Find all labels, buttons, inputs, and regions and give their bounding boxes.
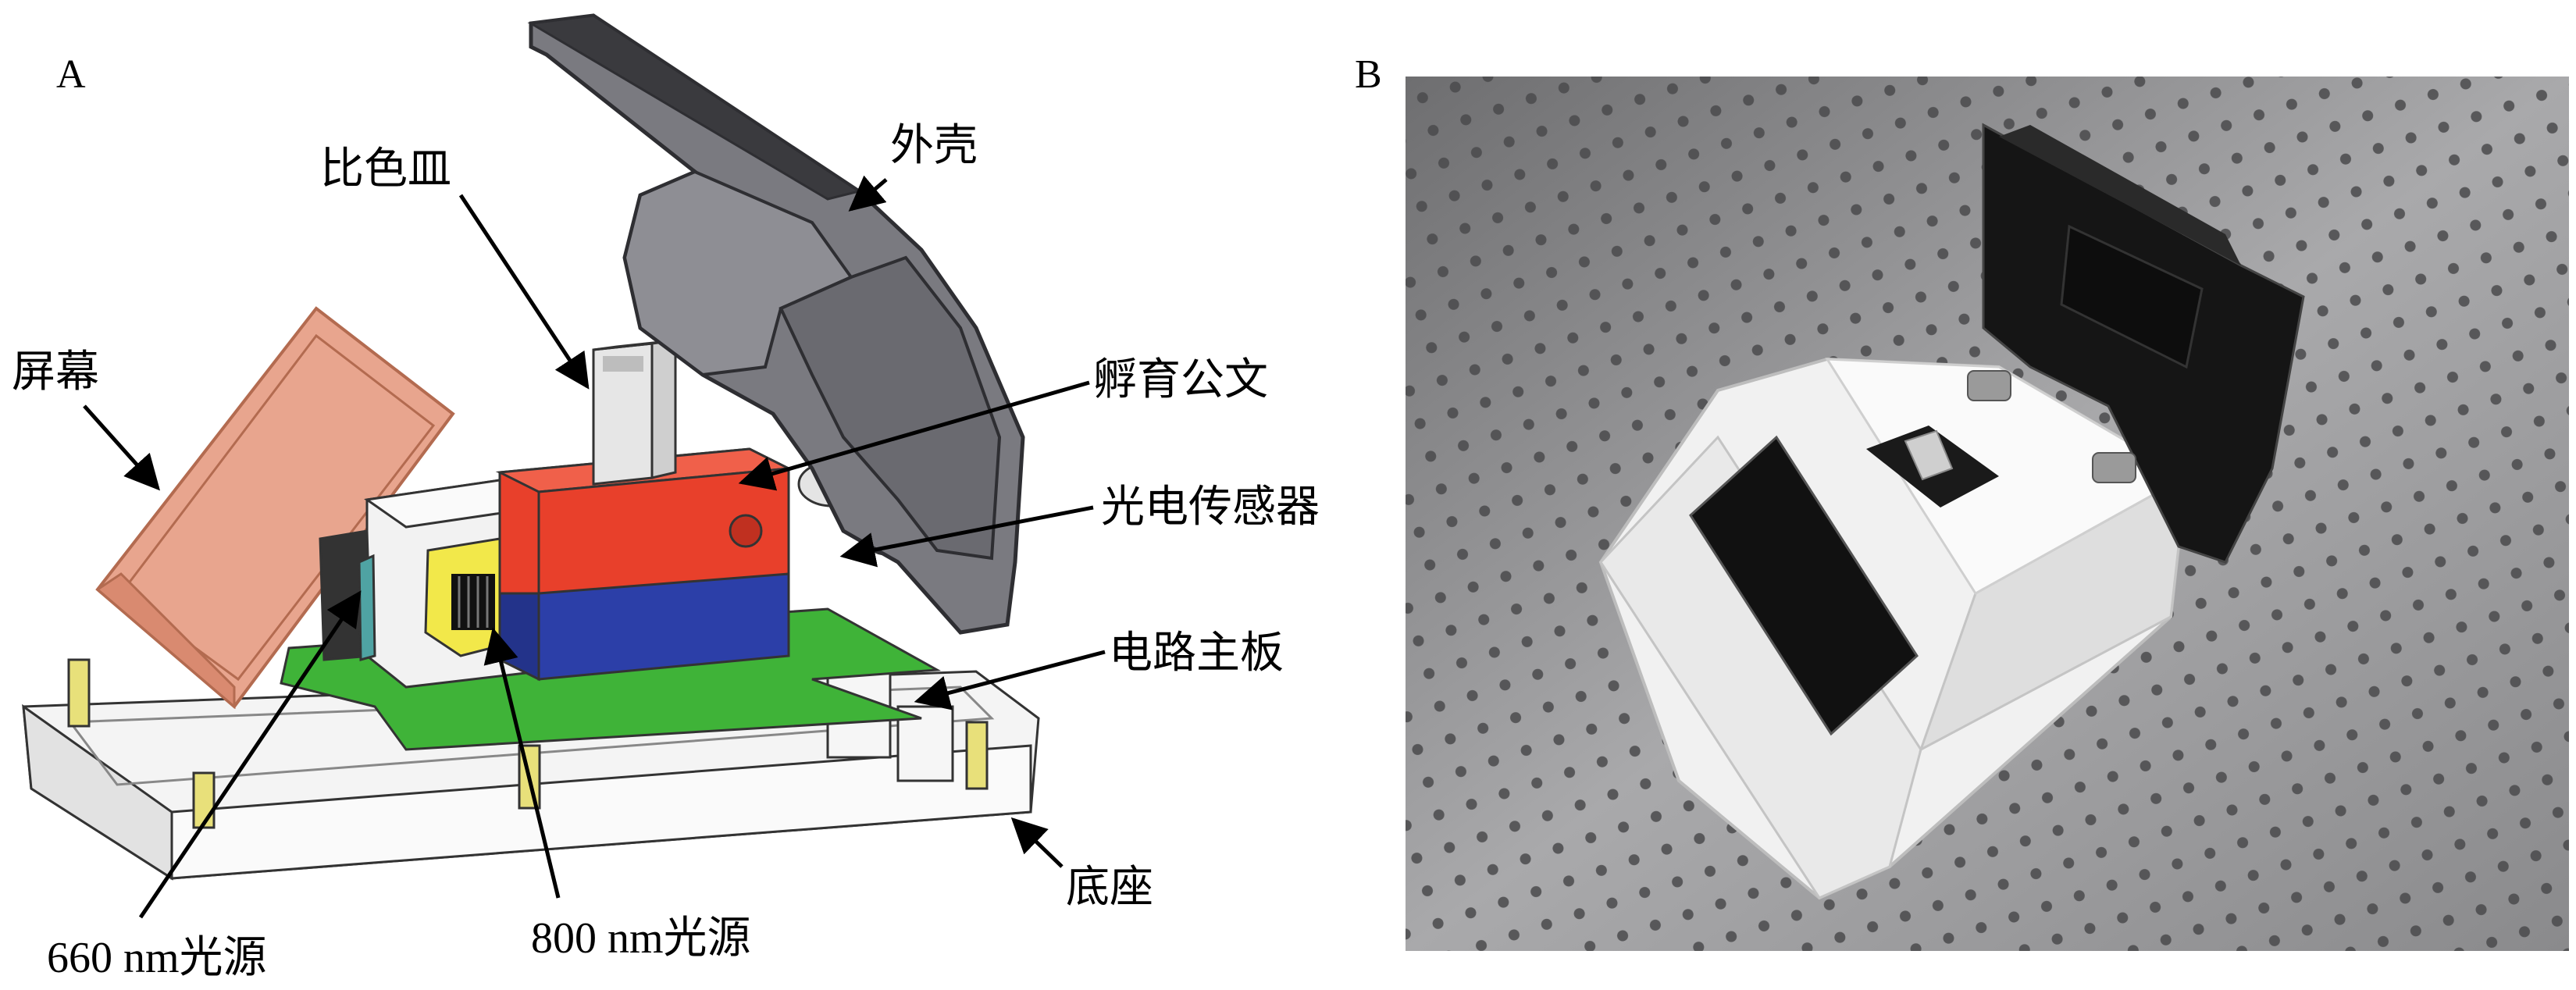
label-screen: 屏幕 — [12, 348, 99, 397]
panel-b: B — [1355, 52, 2569, 951]
arrow-base — [1010, 817, 1064, 868]
leader-arrows — [83, 175, 1106, 919]
arrow-800 — [483, 627, 561, 899]
standoffs — [67, 658, 989, 829]
label-incubator: 孵育公文 — [1093, 356, 1268, 404]
shell-part — [527, 13, 1025, 635]
arrow-mainboard — [914, 650, 1106, 710]
panel-a: A — [12, 13, 1320, 982]
label-mainboard: 电路主板 — [1109, 629, 1284, 678]
label-cuvette: 比色皿 — [320, 145, 451, 194]
cuvette-part — [592, 339, 677, 486]
arrow-cuvette — [458, 194, 590, 390]
arrow-incubator — [738, 380, 1090, 491]
screen-part — [95, 306, 455, 710]
label-660: 660 nm光源 — [47, 934, 267, 982]
arrow-660 — [138, 590, 362, 919]
label-800: 800 nm光源 — [531, 914, 751, 963]
panel-a-label: A — [56, 52, 86, 97]
incubator-part — [495, 447, 793, 682]
panel-b-label: B — [1355, 52, 1382, 97]
label-base: 底座 — [1066, 864, 1153, 912]
arrow-shell — [848, 175, 888, 212]
device-photo — [1406, 77, 2569, 951]
label-photosensor: 光电传感器 — [1101, 483, 1320, 532]
label-shell: 外壳 — [890, 122, 978, 170]
arrow-screen — [83, 404, 161, 491]
arrow-photosensor — [839, 505, 1094, 568]
